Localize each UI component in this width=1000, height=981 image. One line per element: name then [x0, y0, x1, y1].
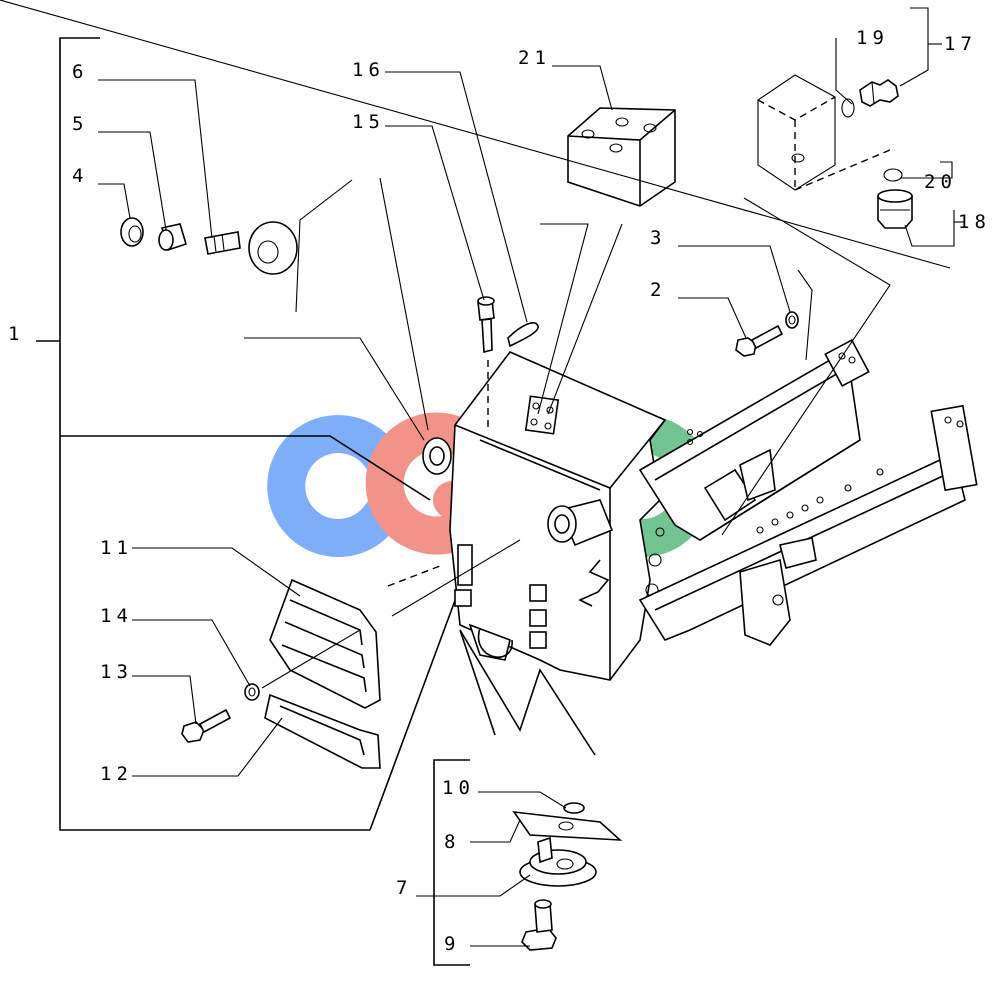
callout-14: 14 [100, 605, 133, 627]
parts-15-16 [477, 296, 539, 430]
callout-8: 8 [444, 831, 460, 853]
parts-17-to-20 [757, 74, 913, 229]
side-rails [638, 338, 978, 646]
callout-16: 16 [352, 59, 385, 81]
parts-2-3-bolt-washer [735, 311, 799, 357]
callout-18: 18 [958, 211, 991, 233]
assembly-bracket-1 [36, 37, 471, 831]
callout-6: 6 [72, 61, 88, 83]
callout-19: 19 [856, 27, 889, 49]
callout-4: 4 [72, 165, 88, 187]
front-support-frame [422, 351, 667, 681]
callout-20: 20 [924, 171, 957, 193]
leader-lines [0, 0, 964, 947]
callout-1: 1 [8, 323, 24, 345]
callout-9: 9 [444, 933, 460, 955]
callout-15: 15 [352, 111, 385, 133]
callout-10: 10 [442, 777, 475, 799]
parts-11-to-14 [181, 539, 521, 769]
callout-labels: 1 2 3 4 5 6 7 8 9 10 11 12 13 14 15 16 1… [8, 27, 991, 955]
callout-5: 5 [72, 113, 88, 135]
callout-21: 21 [518, 47, 551, 69]
callout-13: 13 [100, 661, 133, 683]
parts-4-5-6 [120, 179, 353, 313]
callout-7: 7 [396, 877, 412, 899]
part-21-ballast-block [567, 107, 676, 207]
callout-2: 2 [650, 279, 666, 301]
callout-3: 3 [650, 227, 666, 249]
watermark-letter-c1 [267, 415, 401, 557]
callout-11: 11 [100, 537, 133, 559]
callout-17: 17 [944, 33, 977, 55]
callout-12: 12 [100, 763, 133, 785]
parts-7-to-10 [433, 629, 623, 966]
